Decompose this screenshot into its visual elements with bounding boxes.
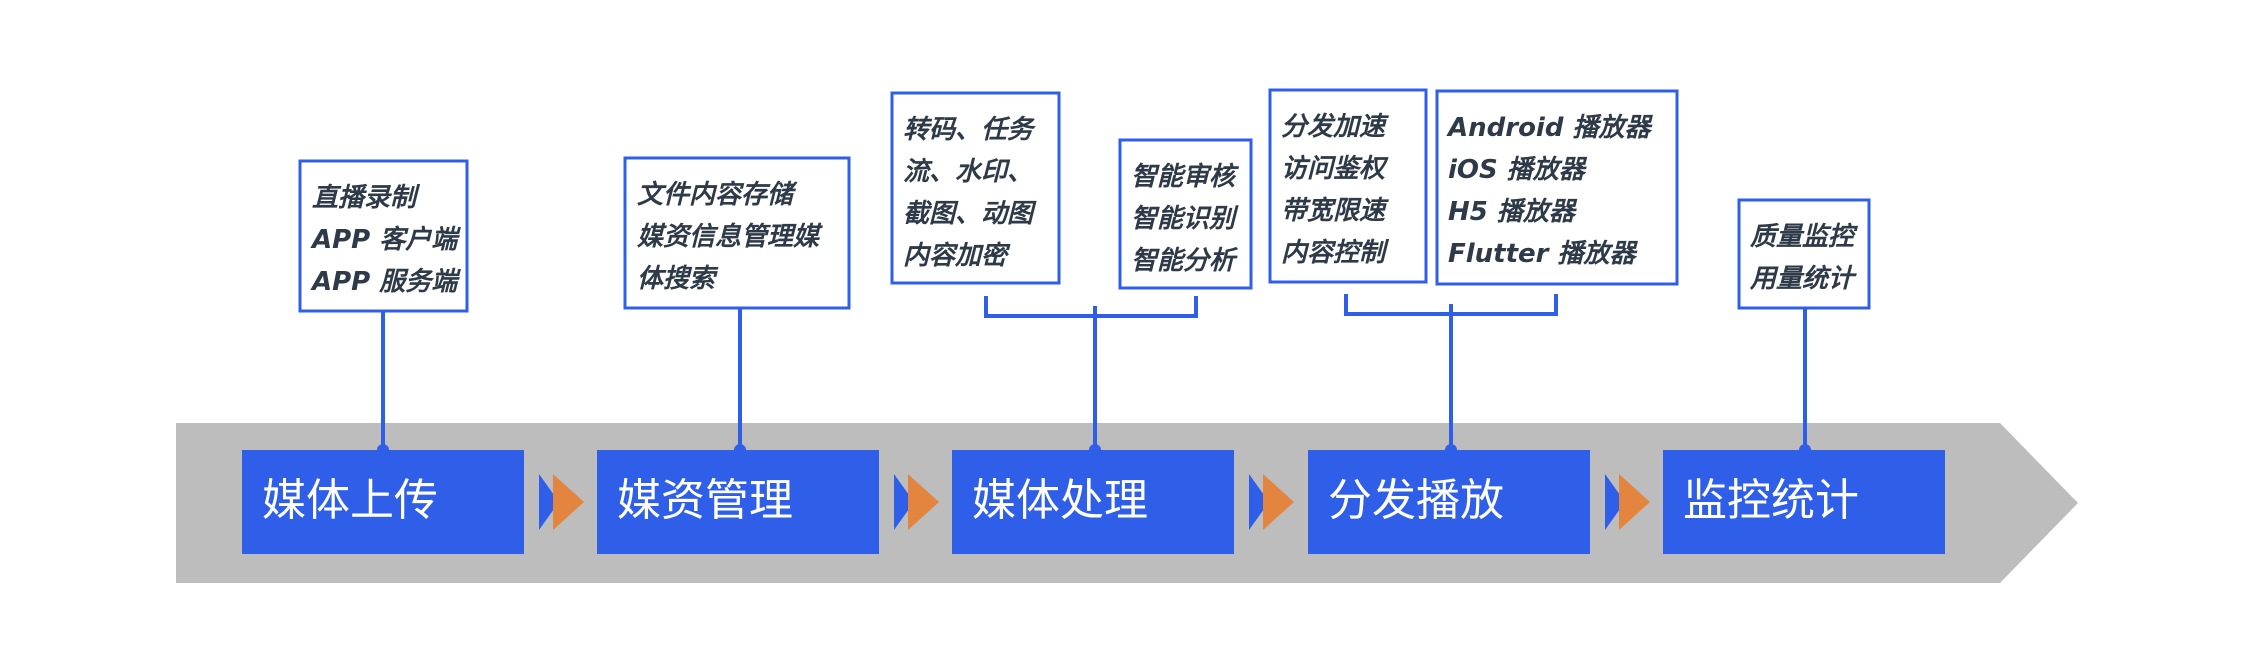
note-line: 体搜索: [637, 264, 719, 294]
note-line: 智能分析: [1131, 246, 1239, 276]
note-box-distribute-players: [1435, 89, 1679, 286]
note-line: 内容加密: [903, 241, 1011, 271]
note-line: 智能审核: [1131, 162, 1240, 192]
stage-label-monitor: 监控统计: [1683, 475, 1859, 526]
stage-box-asset: [597, 450, 879, 554]
chevron-separator-2: [894, 474, 939, 530]
note-line: 带宽限速: [1281, 196, 1389, 226]
note-box-asset: [623, 156, 851, 310]
stage-monitor: 监控统计: [1663, 450, 1945, 554]
note-asset: 文件内容存储 媒资信息管理媒 体搜索: [623, 156, 851, 310]
chevron-orange-icon: [908, 474, 939, 530]
chevron-orange-icon: [1619, 474, 1650, 530]
note-box-process-ai: [1118, 138, 1253, 290]
note-line: 媒资信息管理媒: [637, 222, 823, 252]
stage-label-asset: 媒资管理: [617, 475, 793, 526]
note-line: 访问鉴权: [1281, 154, 1389, 184]
note-box-monitor: [1737, 198, 1871, 310]
stage-label-upload: 媒体上传: [262, 475, 438, 526]
note-line: 文件内容存储: [637, 180, 798, 210]
note-line: 直播录制: [312, 183, 421, 213]
note-line: 智能识别: [1131, 204, 1239, 234]
note-distribute-cdn: 分发加速 访问鉴权 带宽限速 内容控制: [1268, 88, 1428, 284]
note-process-ai: 智能审核 智能识别 智能分析: [1118, 138, 1253, 290]
stage-upload: 媒体上传: [242, 450, 524, 554]
chevron-blue-icon: [1605, 474, 1625, 530]
chevron-separator-4: [1605, 474, 1650, 530]
chevron-separator-1: [539, 474, 584, 530]
note-upload: 直播录制 APP 客户端 APP 服务端: [298, 159, 469, 313]
chevron-blue-icon: [894, 474, 914, 530]
note-line: 截图、动图: [903, 199, 1037, 229]
stage-box-distribute: [1308, 450, 1590, 554]
chevron-separator-3: [1249, 474, 1294, 530]
stage-label-process: 媒体处理: [972, 475, 1148, 526]
stage-asset: 媒资管理: [597, 450, 879, 554]
stage-box-process: [952, 450, 1234, 554]
note-box-upload: [298, 159, 469, 313]
note-line: H5 播放器: [1448, 197, 1578, 227]
note-line: APP 服务端: [310, 267, 461, 297]
note-line: 用量统计: [1749, 264, 1857, 294]
note-distribute-players: Android 播放器 iOS 播放器 H5 播放器 Flutter 播放器: [1435, 89, 1679, 286]
note-monitor: 质量监控 用量统计: [1737, 198, 1871, 310]
note-line: Android 播放器: [1446, 113, 1654, 143]
connector-bracket-process: [984, 296, 1198, 318]
note-box-process-transcode: [890, 91, 1061, 285]
note-line: APP 客户端: [310, 225, 461, 255]
note-line: 质量监控: [1749, 222, 1859, 252]
stage-box-upload: [242, 450, 524, 554]
note-process-transcode: 转码、任务 流、水印、 截图、动图 内容加密: [890, 91, 1061, 285]
note-line: 流、水印、: [903, 157, 1033, 187]
note-line: Flutter 播放器: [1448, 239, 1639, 269]
chevron-blue-icon: [539, 474, 559, 530]
note-line: 分发加速: [1281, 112, 1389, 142]
stage-process: 媒体处理: [952, 450, 1234, 554]
note-line: 内容控制: [1281, 238, 1390, 268]
chevron-orange-icon: [553, 474, 584, 530]
stage-box-monitor: [1663, 450, 1945, 554]
stage-label-distribute: 分发播放: [1328, 475, 1504, 526]
note-line: 转码、任务: [903, 115, 1037, 145]
stage-distribute: 分发播放: [1308, 450, 1590, 554]
note-box-distribute-cdn: [1268, 88, 1428, 284]
chevron-blue-icon: [1249, 474, 1269, 530]
chevron-orange-icon: [1263, 474, 1294, 530]
note-line: iOS 播放器: [1448, 155, 1588, 185]
